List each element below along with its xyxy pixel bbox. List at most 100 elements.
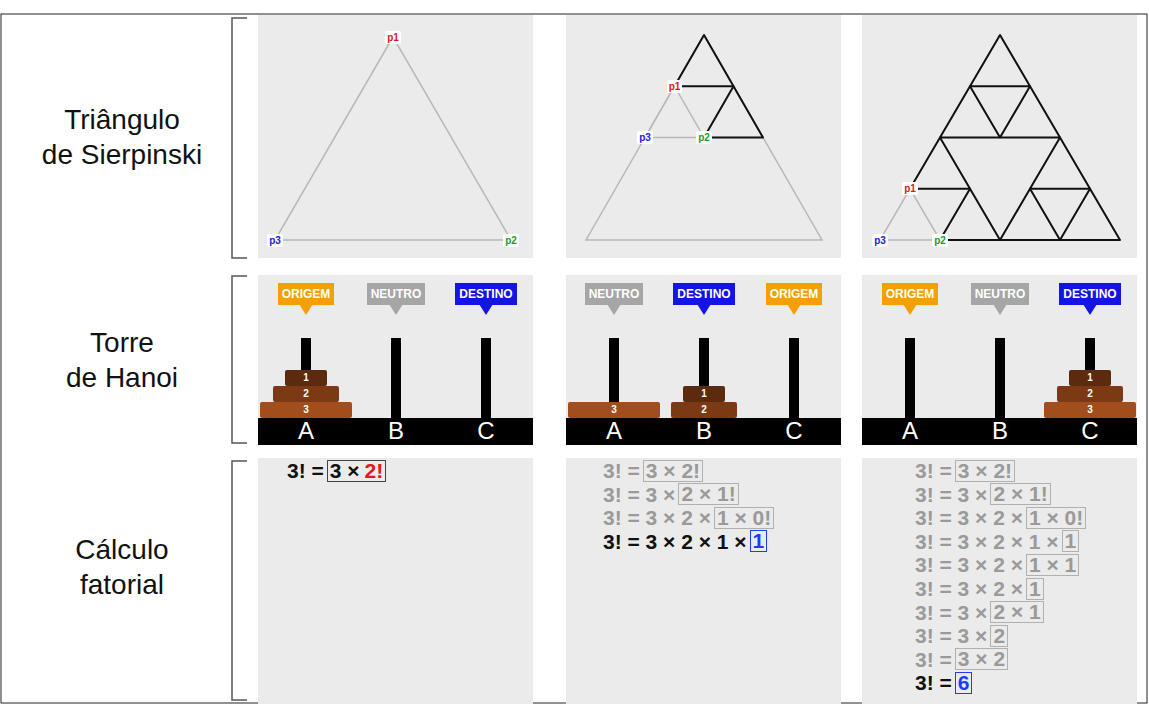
factorial-term: 2 × 1 [993, 602, 1040, 622]
hanoi-disk: 3 [1044, 402, 1136, 418]
panel [566, 275, 841, 445]
disk-number: 1 [683, 386, 725, 402]
factorial-box: 6 [955, 672, 973, 694]
factorial-term: 1 × 0! [717, 508, 771, 528]
factorial-box: 3 ×2! [327, 460, 386, 482]
row-title-line: Cálculo [75, 532, 168, 567]
factorial-box: 1 × 0! [1026, 507, 1086, 529]
row-title-line: fatorial [75, 567, 168, 602]
panel [862, 275, 1137, 445]
factorial-prefix: 3! = 3 × [603, 484, 675, 506]
factorial-term: 2 × 1! [993, 484, 1047, 504]
factorial-term: 3 × [330, 461, 360, 481]
panel [258, 15, 533, 258]
panel [862, 458, 1137, 704]
hanoi-pegs [301, 338, 1095, 418]
peg-tag: ORIGEM [882, 283, 939, 305]
factorial-prefix: 3! = 3 × 2 × 1 × [603, 531, 747, 553]
factorial-box: 1 × 1 [1026, 554, 1079, 576]
tag-pointer [903, 304, 917, 315]
factorial-prefix: 3! = [915, 649, 952, 671]
figure-frame [1, 14, 1147, 703]
peg-letter: A [298, 418, 314, 444]
row-title-line: de Sierpinski [42, 137, 202, 172]
hanoi-disk: 2 [1057, 386, 1123, 402]
factorial-box: 1 [1026, 578, 1044, 600]
factorial-box: 1 × 0! [714, 507, 774, 529]
factorial-prefix: 3! = 3 × 2 × [915, 578, 1023, 600]
tag-text: NEUTRO [589, 287, 640, 301]
tag-text: ORIGEM [282, 287, 331, 301]
factorial-prefix: 3! = 3 × 2 × [915, 554, 1023, 576]
peg-tag: DESTINO [455, 283, 516, 305]
factorial-prefix: 3! = 3 × [915, 625, 987, 647]
factorial-prefix: 3! = [915, 672, 952, 694]
factorial-prefix: 3! = 3 × 2 × [915, 507, 1023, 529]
disk-number: 2 [671, 402, 737, 418]
tag-text: NEUTRO [975, 287, 1026, 301]
peg-letter: B [992, 418, 1008, 444]
peg-letter: B [696, 418, 712, 444]
factorial-box: 2 [990, 625, 1008, 647]
vertex-label: p3 [872, 234, 888, 247]
factorial-term: 2! [365, 461, 384, 481]
factorial-prefix: 3! = [603, 460, 640, 482]
disk-number: 3 [568, 402, 660, 418]
factorial-box: 1 [1062, 530, 1080, 552]
tag-pointer [299, 304, 313, 315]
hanoi-disk: 3 [568, 402, 660, 418]
tag-text: ORIGEM [770, 287, 819, 301]
vertex-label: p2 [696, 131, 712, 144]
tag-pointer [993, 304, 1007, 315]
peg-tag: ORIGEM [766, 283, 823, 305]
factorial-term: 3 × 2! [646, 461, 700, 481]
row-title: Triângulo de Sierpinski [42, 102, 202, 172]
disk-number: 1 [285, 370, 327, 386]
factorial-box: 1 [750, 530, 768, 552]
factorial-term: 1 × 1 [1029, 555, 1076, 575]
tag-pointer [607, 304, 621, 315]
peg-letter: C [1081, 418, 1098, 444]
hanoi-disk: 1 [1069, 370, 1111, 386]
factorial-prefix: 3! = [287, 460, 324, 482]
vertex-label: p2 [932, 234, 948, 247]
panel [258, 458, 533, 704]
vertex-label: p3 [637, 131, 653, 144]
row-title: Torre de Hanoi [66, 325, 178, 395]
factorial-prefix: 3! = 3 × 2 × 1 × [915, 531, 1059, 553]
peg-tag: NEUTRO [367, 283, 426, 305]
hanoi-disk: 1 [683, 386, 725, 402]
vertex-label: p3 [267, 234, 283, 247]
peg-letter: C [477, 418, 494, 444]
vertex-label: p1 [667, 80, 683, 93]
row-title: Cálculo fatorial [75, 532, 168, 602]
row-title-line: Torre [66, 325, 178, 360]
factorial-box: 2 × 1! [678, 483, 738, 505]
factorial-box: 2 × 1! [990, 483, 1050, 505]
tag-text: ORIGEM [886, 287, 935, 301]
factorial-term: 2 [993, 626, 1005, 646]
factorial-term: 1 × 0! [1029, 508, 1083, 528]
tag-pointer [697, 304, 711, 315]
factorial-box: 2 × 1 [990, 601, 1043, 623]
factorial-box: 3 × 2! [643, 460, 703, 482]
row-bracket [232, 461, 247, 700]
tag-text: DESTINO [1063, 287, 1116, 301]
row-title-line: Triângulo [42, 102, 202, 137]
panel [566, 458, 841, 704]
factorial-box: 3 × 2! [955, 460, 1015, 482]
hanoi-disk: 2 [273, 386, 339, 402]
factorial-term: 1 [1065, 531, 1077, 551]
panel [566, 15, 841, 258]
peg-tag: ORIGEM [278, 283, 335, 305]
panel [258, 275, 533, 445]
disk-number: 1 [1069, 370, 1111, 386]
factorial-prefix: 3! = 3 × [915, 484, 987, 506]
vertex-label: p2 [503, 234, 519, 247]
factorial-term: 1 [753, 531, 765, 551]
tag-pointer [1083, 304, 1097, 315]
factorial-term: 6 [958, 673, 970, 693]
hanoi-disk: 3 [260, 402, 352, 418]
tag-pointer [479, 304, 493, 315]
tag-text: NEUTRO [371, 287, 422, 301]
